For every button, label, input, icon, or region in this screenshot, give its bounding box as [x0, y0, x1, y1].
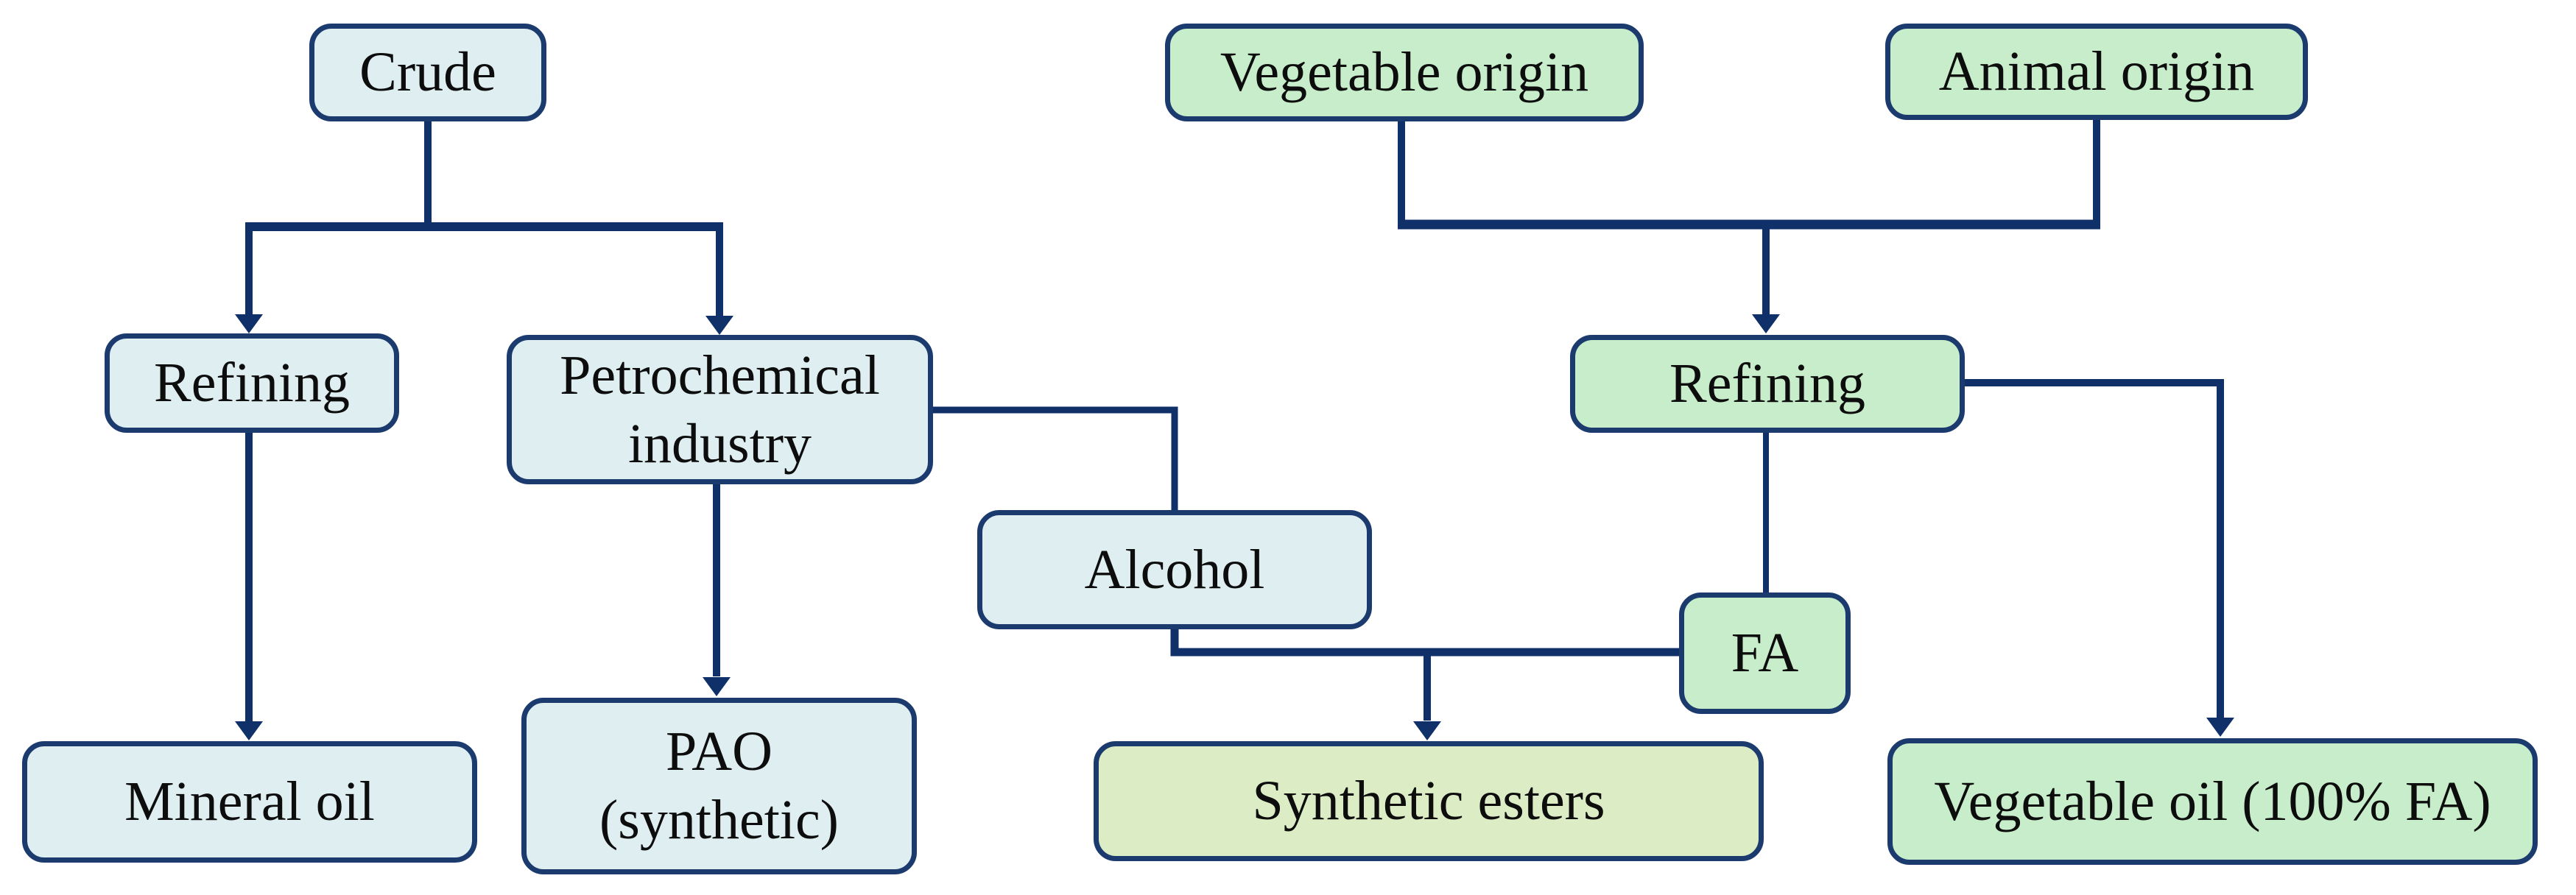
edge-refining-right-to-vegetable-oil	[1962, 379, 2224, 718]
node-synthetic-esters: Synthetic esters	[1094, 741, 1764, 861]
node-refining-left-label: Refining	[154, 352, 350, 414]
edge-petrochemical-to-alcohol	[930, 406, 1178, 510]
node-vegetable-origin: Vegetable origin	[1165, 24, 1644, 121]
arrowhead-petrochemical	[705, 316, 733, 335]
node-synthetic-esters-label: Synthetic esters	[1252, 770, 1605, 832]
node-refining-right-label: Refining	[1669, 353, 1865, 415]
node-pao-line2: (synthetic)	[599, 789, 839, 851]
node-crude: Crude	[309, 24, 546, 121]
node-refining-left: Refining	[105, 333, 399, 433]
node-pao-line1: PAO	[665, 721, 773, 783]
edge-alcohol-fa-bar	[1170, 627, 1679, 657]
arrowhead-refining-left	[235, 314, 263, 333]
node-petrochemical-line1: Petrochemical	[560, 344, 880, 406]
node-alcohol-label: Alcohol	[1084, 538, 1265, 601]
node-vegetable-oil-label: Vegetable oil (100% FA)	[1934, 770, 2491, 832]
node-animal-origin-label: Animal origin	[1938, 40, 2255, 103]
node-petrochemical-industry: Petrochemical industry	[507, 335, 933, 484]
arrowhead-refining-right	[1752, 314, 1780, 333]
arrowhead-synthetic-esters	[1413, 721, 1441, 740]
node-fa-label: FA	[1731, 622, 1799, 684]
node-petrochemical-line2: industry	[627, 412, 812, 475]
node-fa: FA	[1679, 592, 1851, 714]
node-refining-right: Refining	[1570, 335, 1965, 433]
node-mineral-oil: Mineral oil	[22, 741, 477, 863]
arrowhead-vegetable-oil	[2206, 718, 2234, 737]
node-pao-synthetic: PAO (synthetic)	[521, 698, 917, 874]
node-vegetable-origin-label: Vegetable origin	[1220, 41, 1589, 104]
node-animal-origin: Animal origin	[1885, 24, 2308, 120]
node-vegetable-oil: Vegetable oil (100% FA)	[1887, 738, 2538, 865]
node-mineral-oil-label: Mineral oil	[124, 771, 375, 833]
arrowhead-pao	[703, 677, 731, 696]
node-alcohol: Alcohol	[977, 510, 1372, 629]
arrowhead-mineral-oil	[235, 721, 263, 740]
node-crude-label: Crude	[359, 41, 496, 104]
